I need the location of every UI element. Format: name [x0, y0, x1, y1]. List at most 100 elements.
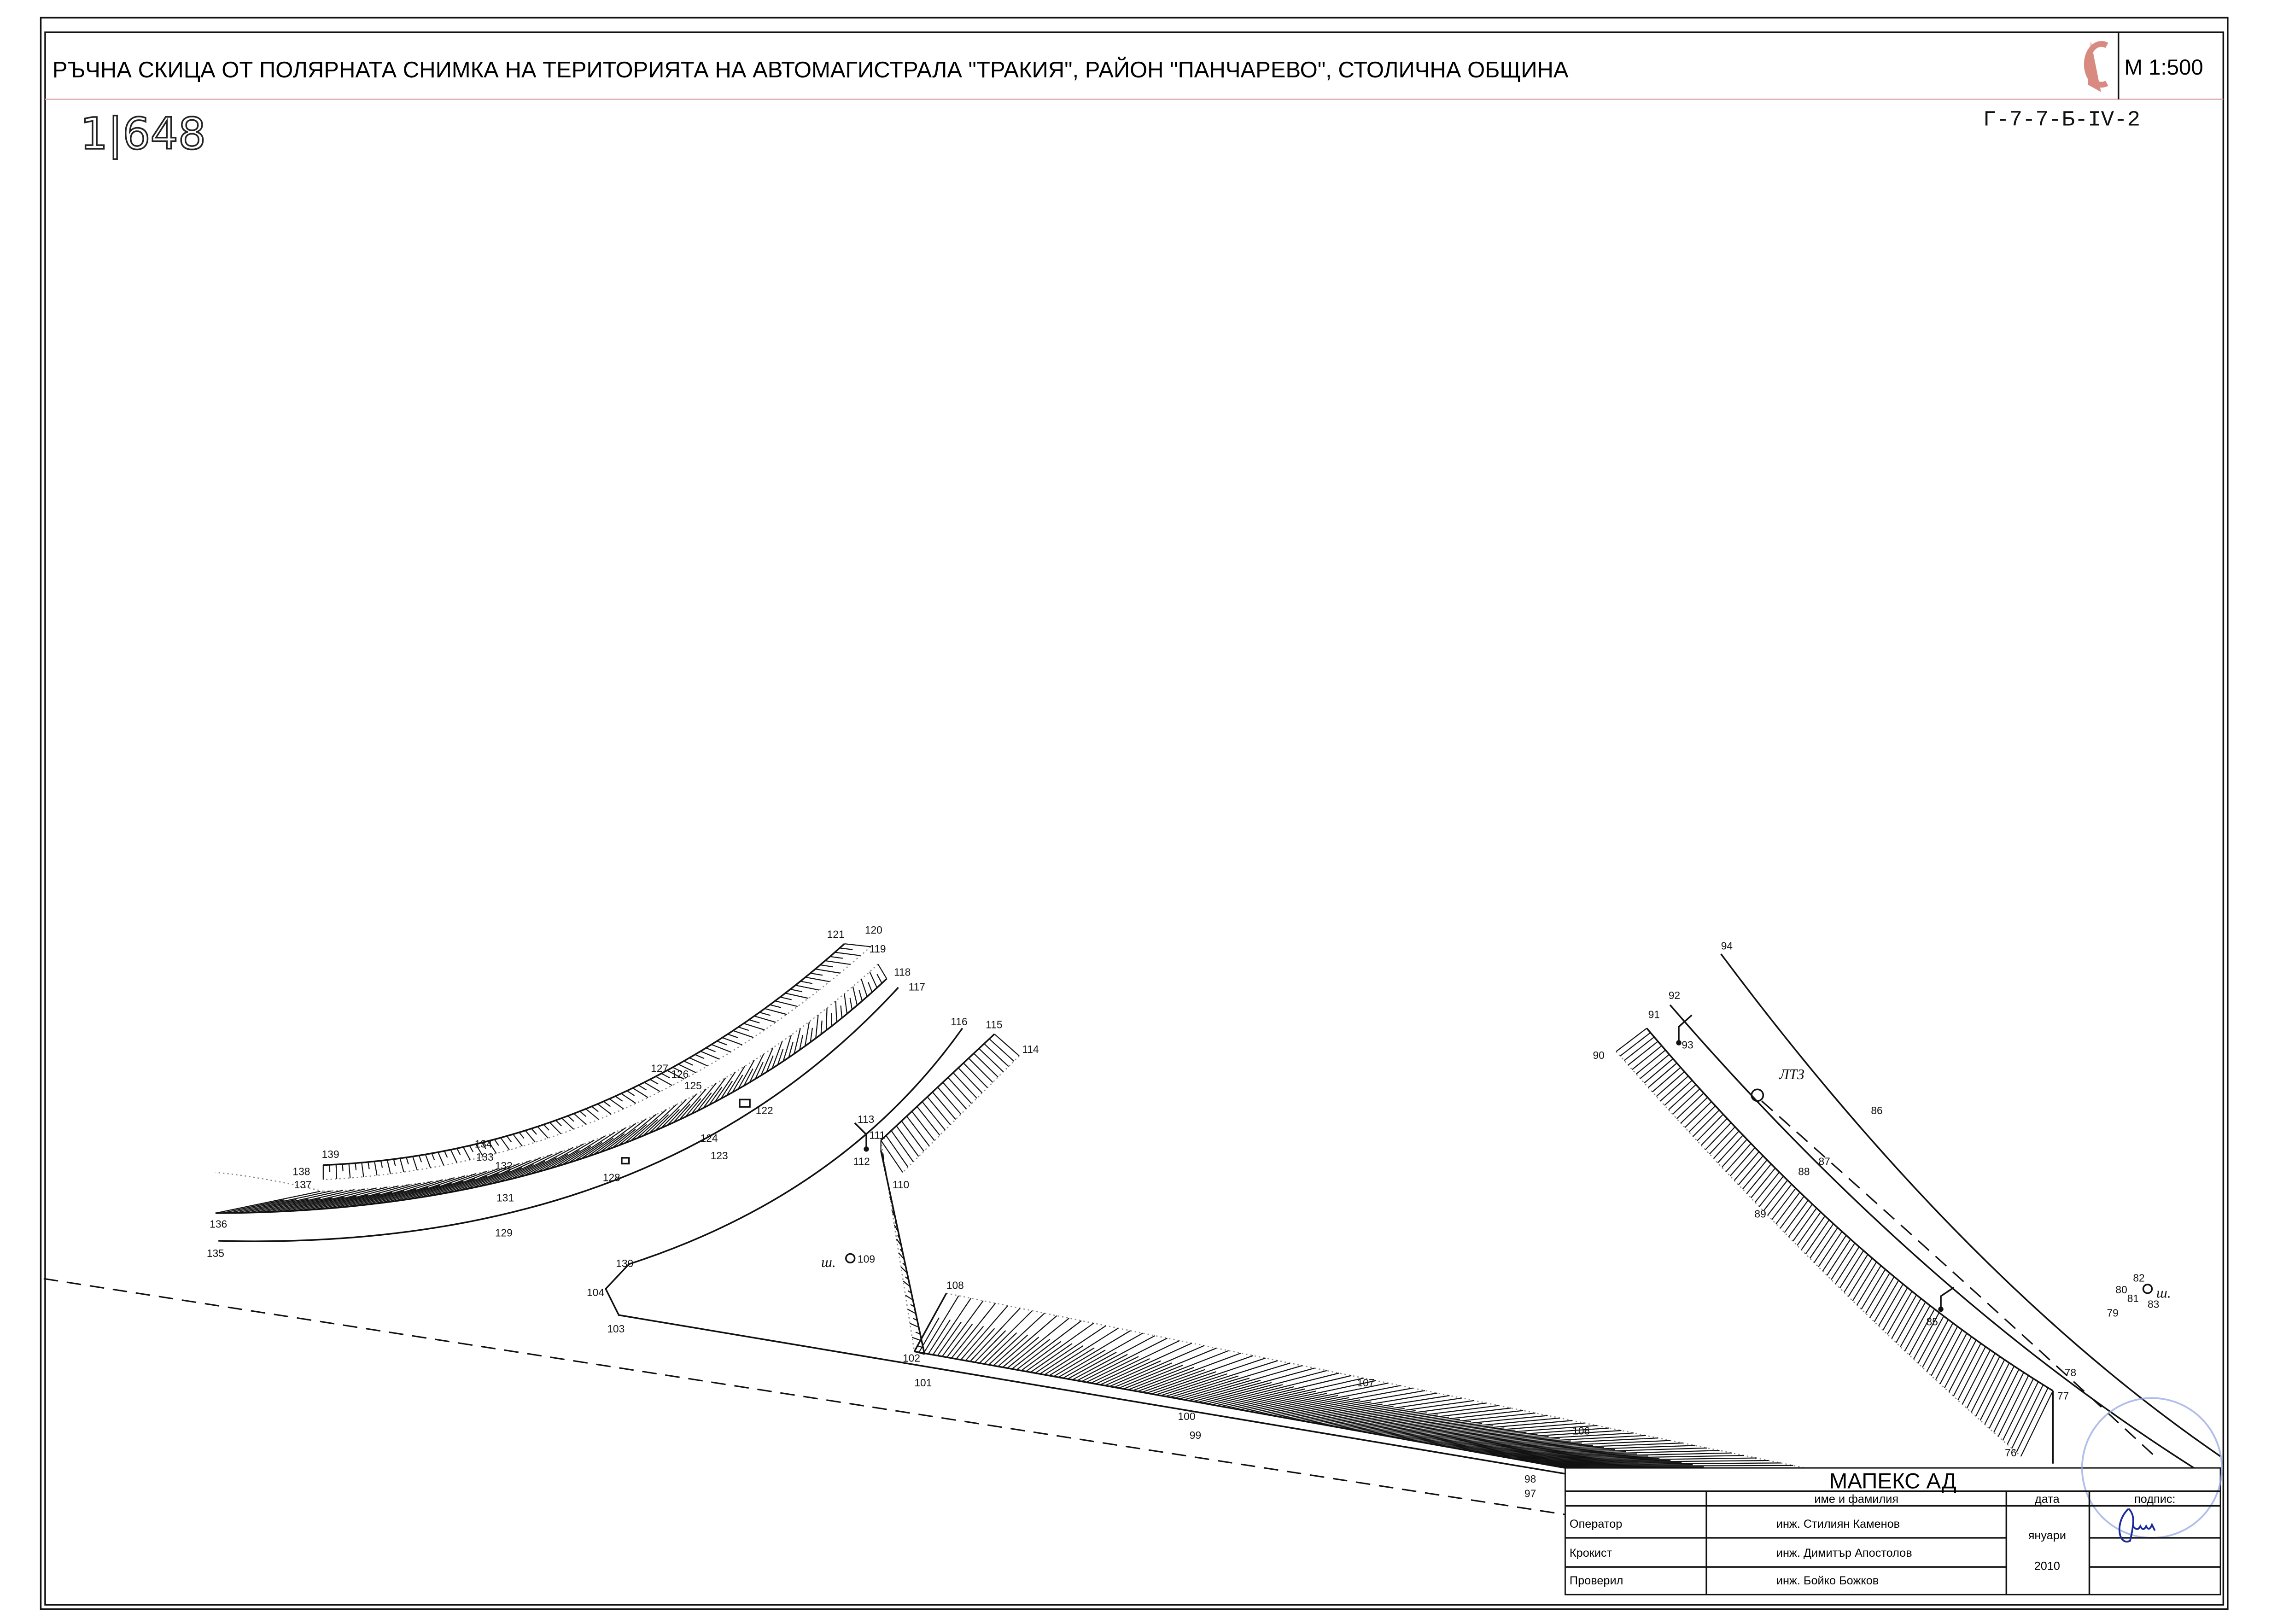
outer-frame [40, 17, 2229, 1610]
hatch-line [1016, 1320, 1082, 1370]
hatch-line [1035, 1325, 1106, 1374]
hatch-line [624, 1124, 647, 1144]
hatch-line [896, 1125, 919, 1157]
hatch-line [726, 1066, 746, 1096]
hatch-line [347, 1181, 432, 1207]
hatch-line [321, 1184, 410, 1209]
point-label: 108 [946, 1279, 964, 1291]
hatch-line [1957, 1346, 1986, 1401]
date-month: януари [2028, 1529, 2066, 1542]
hatch-line [1528, 1457, 1757, 1462]
hatch-line [1290, 1403, 1383, 1420]
hatch-line [702, 1077, 726, 1109]
hatch-line [242, 1190, 343, 1214]
hatch-line [754, 1062, 764, 1080]
hatch-line [1818, 1231, 1843, 1268]
hatch-line [958, 1067, 983, 1093]
hatch-line [732, 1075, 743, 1093]
hatch-line [1007, 1318, 1070, 1369]
point-label: 122 [756, 1104, 773, 1116]
hatch-line [536, 1153, 568, 1173]
hatch-line [1393, 1427, 1505, 1438]
hatch-line [606, 1118, 647, 1151]
hatch-line [927, 1096, 951, 1125]
hatch-line [1384, 1425, 1494, 1436]
hatch-line [805, 976, 830, 982]
hatch-line [412, 1156, 418, 1170]
role-operator: Оператор [1570, 1518, 1622, 1531]
hatch-line [689, 1057, 708, 1067]
hatch-line [1648, 1063, 1677, 1088]
point-label: 139 [322, 1148, 339, 1160]
hatch-line [418, 1155, 422, 1163]
hatch-line [481, 1142, 486, 1150]
hatch-line [1388, 1420, 1572, 1437]
hatch-line [1886, 1291, 1913, 1335]
hatch-line [749, 1054, 765, 1083]
point-label: 123 [711, 1150, 728, 1162]
hatch-line [901, 1121, 924, 1152]
hatch-line [1518, 1455, 1744, 1460]
point-label: 112 [853, 1156, 870, 1168]
hatch-line [452, 1163, 520, 1192]
hatch-line [820, 1020, 823, 1034]
hatch-line [733, 1030, 754, 1038]
hatch-line [1086, 1356, 1139, 1383]
cadastre-logo [2084, 41, 2108, 92]
point-label: 133 [476, 1151, 494, 1163]
hatch-line [1953, 1343, 1981, 1396]
hatch-line [1128, 1350, 1229, 1390]
edge-118-136 [215, 978, 888, 1214]
hatch-line [711, 1044, 731, 1053]
hatch-line [844, 943, 871, 947]
hatch-line [880, 1140, 903, 1173]
hatch-line [743, 1022, 765, 1031]
hatch-line [1142, 1369, 1205, 1393]
point-label: 117 [909, 981, 925, 993]
hatch-line [591, 1106, 599, 1112]
hatch-line [1852, 1262, 1877, 1301]
hatch-line [488, 1140, 497, 1154]
hatch-line [248, 1198, 309, 1214]
hatch-line [525, 1130, 536, 1143]
hatch-line [1430, 1436, 1549, 1444]
hatch-line [804, 1021, 810, 1046]
point-label: 100 [1178, 1410, 1196, 1422]
hatch-line [849, 998, 853, 1010]
point-label: 85 [1926, 1315, 1938, 1327]
hatch-line [472, 1170, 511, 1189]
point-label: 130 [616, 1257, 633, 1269]
hatch-line [367, 1188, 416, 1205]
hatch-line [1848, 1258, 1873, 1297]
hatch-line [1509, 1452, 1732, 1459]
hatch-line [327, 1193, 381, 1209]
hatch-line [568, 1131, 616, 1163]
hatch-line [1170, 1375, 1239, 1398]
hatch-line [911, 1111, 935, 1141]
hatch-line [1490, 1447, 1707, 1455]
hatch-line [697, 1092, 712, 1111]
hatch-line [810, 1028, 813, 1043]
hatch-line [1664, 1080, 1693, 1106]
hatch-line [1505, 1453, 1638, 1458]
hatch-line [1346, 1416, 1449, 1430]
hatch-line [869, 971, 878, 988]
hatch-line [917, 1106, 940, 1136]
hatch-line [937, 1087, 962, 1115]
hatch-line [549, 1150, 580, 1169]
hatch-line [979, 1310, 1033, 1364]
hatch-line [1277, 1390, 1425, 1417]
hatch-line [626, 1090, 635, 1096]
hatch-line [1809, 1223, 1834, 1259]
hatch-line [2020, 1390, 2054, 1457]
hatch-line [1993, 1372, 2024, 1433]
hatch-line [1454, 1437, 1658, 1449]
hatch-line [1286, 1392, 1437, 1419]
hatch-line [907, 1290, 912, 1294]
hatch-line [1547, 1462, 1781, 1466]
hatch-line [308, 1185, 399, 1211]
hatch-line [555, 1120, 562, 1127]
hatch-line [1458, 1443, 1582, 1449]
boundary-dashed [43, 1278, 1565, 1515]
hatch-line [1495, 1451, 1626, 1456]
